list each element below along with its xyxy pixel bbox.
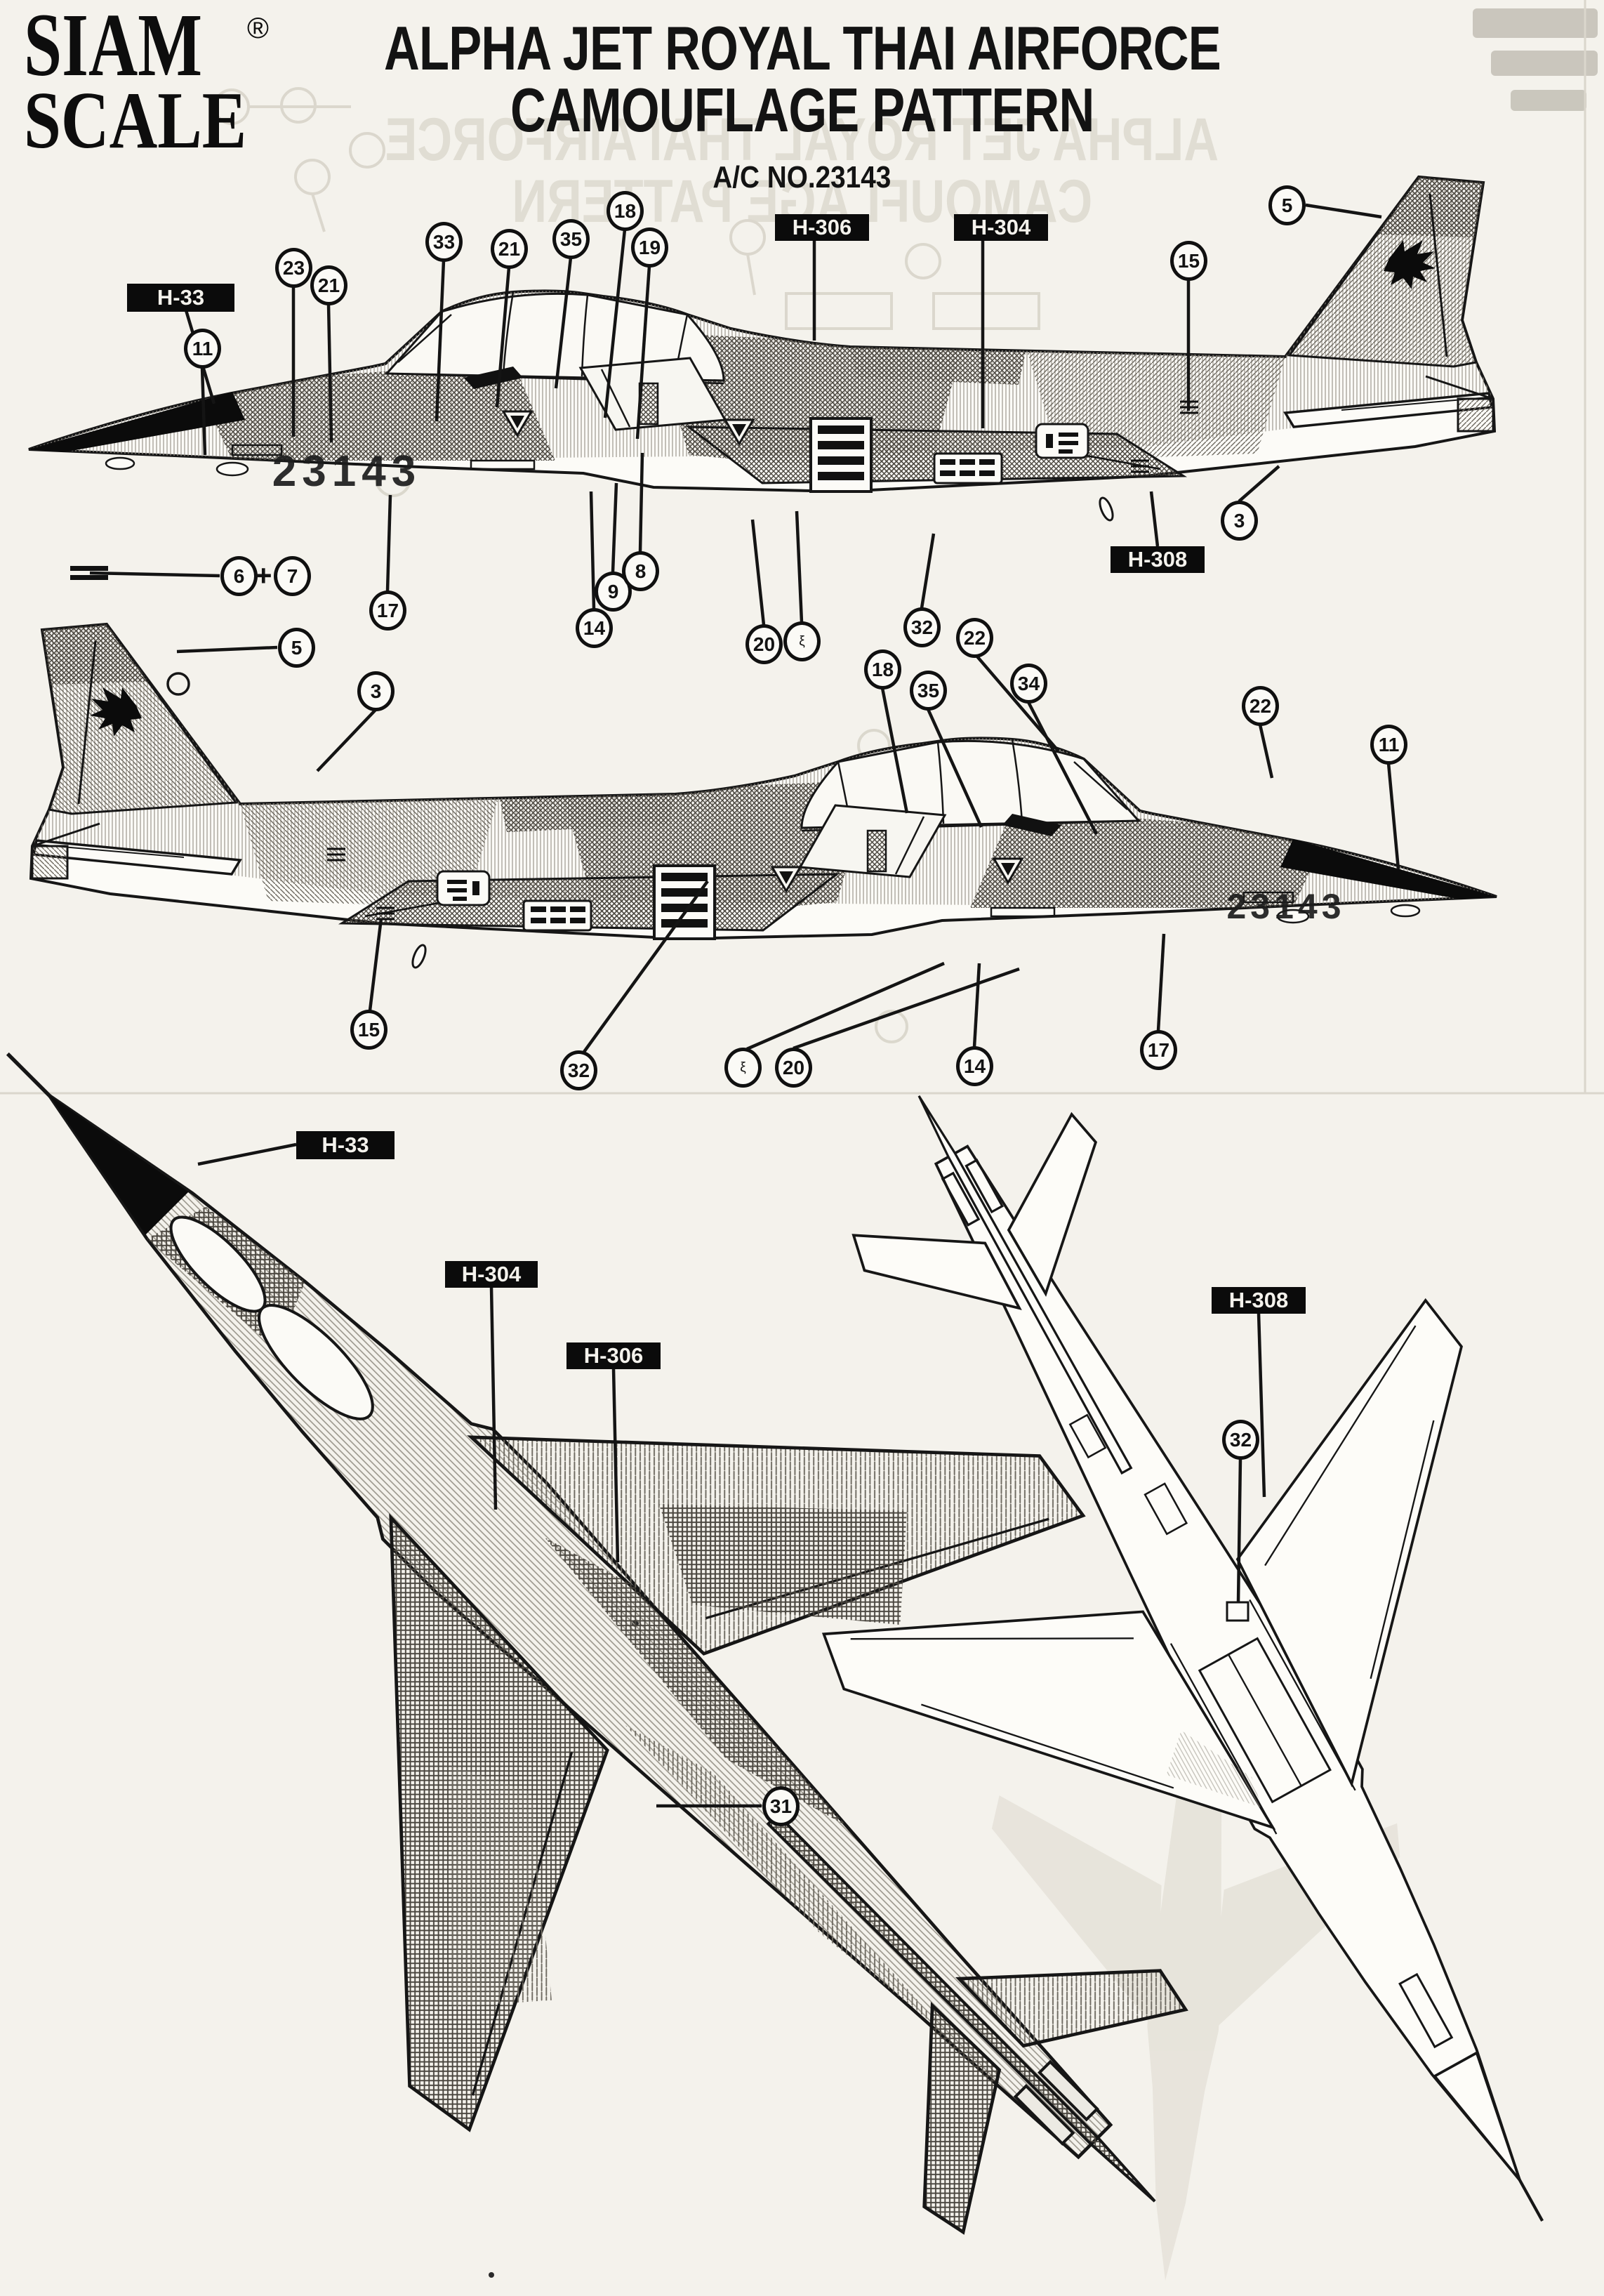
- callout-32: 32: [560, 1050, 597, 1090]
- callout-symbol: ξ: [724, 1048, 762, 1088]
- callout-20: 20: [775, 1048, 812, 1088]
- paint-label-h308-plan: H-308: [1212, 1287, 1306, 1314]
- serial-number-starboard: 23143: [1226, 887, 1345, 926]
- paint-label-h308-side: H-308: [1111, 546, 1205, 573]
- page-title-line2: CAMOUFLAGE PATTERN: [510, 75, 1094, 145]
- callout-17: 17: [369, 591, 406, 631]
- paint-label-h306-plan: H-306: [566, 1342, 661, 1369]
- plus-sign: +: [255, 559, 272, 592]
- callout-35: 35: [552, 219, 590, 259]
- callout-32: 32: [903, 607, 941, 647]
- callout-18: 18: [864, 649, 901, 690]
- callout-20: 20: [745, 624, 783, 664]
- callout-21: 21: [310, 265, 347, 305]
- callout-15: 15: [1170, 241, 1207, 281]
- registered-trademark: ®: [247, 11, 269, 44]
- callout-22: 22: [1242, 686, 1279, 726]
- callout-5: 5: [278, 628, 315, 668]
- paint-label-h33-plan: H-33: [296, 1131, 395, 1159]
- callout-5: 5: [1268, 185, 1306, 225]
- brand-logo: SIAM SCALE ®: [24, 0, 296, 166]
- brand-line2: SCALE: [24, 75, 247, 166]
- callout-14: 14: [956, 1046, 993, 1086]
- plan-view-top: [6, 1052, 1188, 2235]
- fin-stripes: [70, 566, 190, 696]
- leader-lines: [89, 203, 1400, 1808]
- callout-17: 17: [1140, 1030, 1177, 1070]
- callout-34: 34: [1010, 664, 1047, 704]
- callout-21: 21: [491, 229, 528, 269]
- callout-3: 3: [1221, 501, 1258, 541]
- callout-8: 8: [622, 551, 659, 591]
- brand-line1: SIAM: [24, 0, 203, 95]
- callout-23: 23: [275, 248, 312, 288]
- callout-11: 11: [184, 329, 221, 369]
- plan-view-bottom: [821, 1095, 1544, 2222]
- callout-3: 3: [357, 671, 395, 711]
- callout-19: 19: [631, 227, 668, 268]
- callout-7: 7: [274, 556, 311, 596]
- aircraft-number-subtitle: A/C NO.23143: [712, 160, 892, 194]
- callout-14: 14: [576, 608, 613, 648]
- paint-label-h33-side: H-33: [127, 284, 234, 312]
- callout-33: 33: [425, 222, 463, 262]
- callout-35: 35: [910, 671, 947, 711]
- serial-number-port: 23143: [272, 447, 421, 496]
- callout-6: 6: [220, 556, 258, 596]
- callout-22: 22: [956, 618, 993, 658]
- callout-31: 31: [762, 1786, 800, 1826]
- paint-label-h306-side: H-306: [775, 214, 869, 241]
- callout-18: 18: [607, 191, 644, 231]
- callout-15: 15: [350, 1010, 387, 1050]
- page-title-line1: ALPHA JET ROYAL THAI AIRFORCE: [383, 13, 1221, 83]
- callout-32: 32: [1222, 1420, 1259, 1460]
- callout-11: 11: [1370, 725, 1407, 765]
- callout-symbol: ξ: [783, 621, 821, 661]
- paint-label-h304-plan: H-304: [445, 1261, 538, 1288]
- paint-label-h304-side: H-304: [954, 214, 1048, 241]
